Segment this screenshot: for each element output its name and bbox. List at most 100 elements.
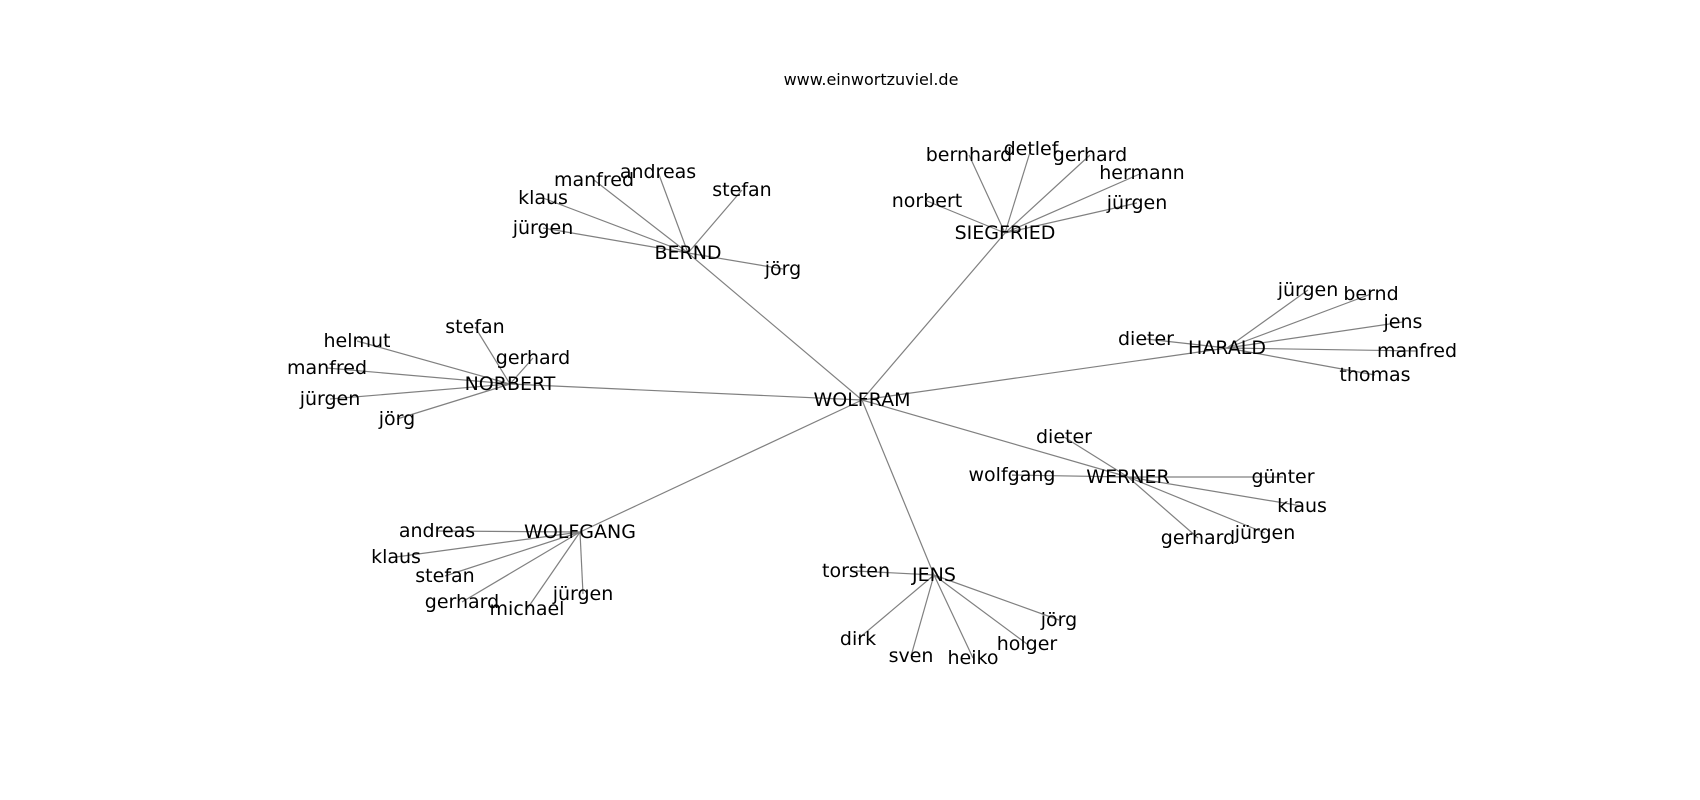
edge-harald-leaf — [1226, 321, 1404, 349]
leaf-node-label: detlef — [1004, 138, 1060, 160]
leaf-node-label: andreas — [620, 161, 696, 183]
edge-jens-leaf — [933, 574, 1028, 645]
edge-bernd-leaf — [687, 189, 743, 254]
edge-norbert-leaf — [396, 383, 511, 420]
site-title: www.einwortzuviel.de — [783, 70, 959, 89]
edge-center-bernd — [687, 252, 863, 401]
leaf-node-label: jürgen — [512, 217, 574, 239]
leaf-node-label: wolfgang — [969, 464, 1056, 486]
leaf-node-label: dieter — [1036, 426, 1092, 448]
leaf-node-label: klaus — [1277, 495, 1327, 517]
leaf-node-label: jörg — [764, 258, 801, 280]
edge-wolfgang-leaf — [444, 531, 581, 577]
leaf-node-label: gerhard — [496, 347, 570, 369]
edge-center-harald — [861, 347, 1228, 401]
leaf-node-label: hermann — [1099, 162, 1184, 184]
leaf-node-label: manfred — [554, 169, 634, 191]
hub-node-label: JENS — [911, 564, 956, 586]
leaf-node-label: norbert — [892, 190, 963, 212]
edge-werner-leaf — [1127, 476, 1303, 507]
leaf-node-label: thomas — [1339, 364, 1410, 386]
edge-norbert-leaf — [326, 367, 511, 385]
leaf-node-label: dirk — [840, 628, 876, 650]
edge-wolfgang-leaf — [579, 531, 584, 595]
edge-wolfgang-leaf — [395, 531, 581, 558]
hub-node-label: SIEGFRIED — [955, 222, 1056, 244]
edge-jens-leaf — [933, 574, 1060, 621]
leaf-node-label: torsten — [822, 560, 890, 582]
edge-siegfried-leaf — [968, 154, 1006, 234]
leaf-node-label: jörg — [1040, 609, 1077, 631]
edge-bernd-leaf — [542, 197, 689, 254]
leaf-node-label: jürgen — [299, 388, 361, 410]
edge-wolfgang-leaf — [526, 531, 581, 610]
edge-harald-leaf — [1145, 338, 1228, 349]
edge-center-werner — [861, 399, 1129, 478]
edge-werner-leaf — [1063, 436, 1129, 478]
leaf-node-label: klaus — [371, 546, 421, 568]
edge-jens-leaf — [910, 574, 935, 657]
leaf-node-label: jörg — [378, 408, 415, 430]
edge-werner-leaf — [1127, 476, 1199, 539]
edge-center-norbert — [509, 383, 863, 401]
edge-center-jens — [861, 399, 935, 576]
edge-norbert-leaf — [474, 326, 511, 385]
edge-werner-leaf — [1011, 474, 1129, 478]
leaf-node-label: dieter — [1118, 328, 1174, 350]
leaf-node-label: jens — [1383, 311, 1423, 333]
edge-wolfgang-leaf — [461, 531, 581, 603]
leaf-node-label: jürgen — [1277, 279, 1339, 301]
leaf-node-label: gerhard — [425, 591, 499, 613]
edge-jens-leaf — [933, 574, 974, 659]
leaf-node-label: manfred — [287, 357, 367, 379]
hub-node-label: BERND — [654, 242, 721, 264]
leaf-node-label: gerhard — [1053, 144, 1127, 166]
leaf-node-label: stefan — [415, 565, 474, 587]
edge-siegfried-leaf — [1004, 172, 1143, 234]
edge-bernd-leaf — [593, 179, 689, 254]
edge-harald-leaf — [1226, 293, 1372, 349]
hub-node-label: NORBERT — [465, 373, 556, 395]
leaf-node-label: klaus — [518, 187, 568, 209]
leaf-node-label: holger — [997, 633, 1058, 655]
leaf-node-label: manfred — [1377, 340, 1457, 362]
edge-harald-leaf — [1226, 347, 1376, 376]
edge-norbert-leaf — [509, 357, 534, 385]
edge-siegfried-leaf — [1004, 148, 1032, 234]
leaf-node-label: jürgen — [552, 583, 614, 605]
edges — [326, 148, 1418, 659]
edge-siegfried-leaf — [1004, 202, 1138, 234]
edge-norbert-leaf — [356, 340, 511, 385]
leaf-node-label: helmut — [323, 330, 390, 352]
edge-center-siegfried — [861, 232, 1006, 401]
edge-siegfried-leaf — [1004, 154, 1091, 234]
leaf-node-label: bernd — [1343, 283, 1398, 305]
labels: WOLFRAMBERNDandreasmanfredklausjürgenste… — [287, 138, 1457, 669]
edge-center-wolfgang — [579, 399, 863, 533]
hub-node-label: WOLFGANG — [524, 521, 636, 543]
leaf-node-label: jürgen — [1106, 192, 1168, 214]
edge-harald-leaf — [1226, 289, 1309, 349]
leaf-node-label: günter — [1251, 466, 1314, 488]
edge-wolfgang-leaf — [436, 530, 581, 533]
edge-siegfried-leaf — [926, 200, 1006, 234]
leaf-node-label: andreas — [399, 520, 475, 542]
leaf-node-label: stefan — [445, 316, 504, 338]
leaf-node-label: gerhard — [1161, 527, 1235, 549]
center-node-label: WOLFRAM — [813, 389, 910, 411]
edge-harald-leaf — [1226, 347, 1418, 352]
edge-jens-leaf — [855, 570, 935, 576]
leaf-node-label: bernhard — [926, 144, 1013, 166]
edge-bernd-leaf — [542, 227, 689, 254]
edge-jens-leaf — [857, 574, 935, 640]
leaf-node-label: michael — [490, 598, 565, 620]
leaf-node-label: jürgen — [1234, 522, 1296, 544]
edge-bernd-leaf — [687, 252, 784, 270]
hub-node-label: WERNER — [1086, 466, 1169, 488]
hub-node-label: HARALD — [1188, 337, 1266, 359]
leaf-node-label: sven — [889, 645, 934, 667]
leaf-node-label: heiko — [948, 647, 999, 669]
edge-werner-leaf — [1127, 476, 1266, 534]
edge-bernd-leaf — [657, 171, 689, 254]
